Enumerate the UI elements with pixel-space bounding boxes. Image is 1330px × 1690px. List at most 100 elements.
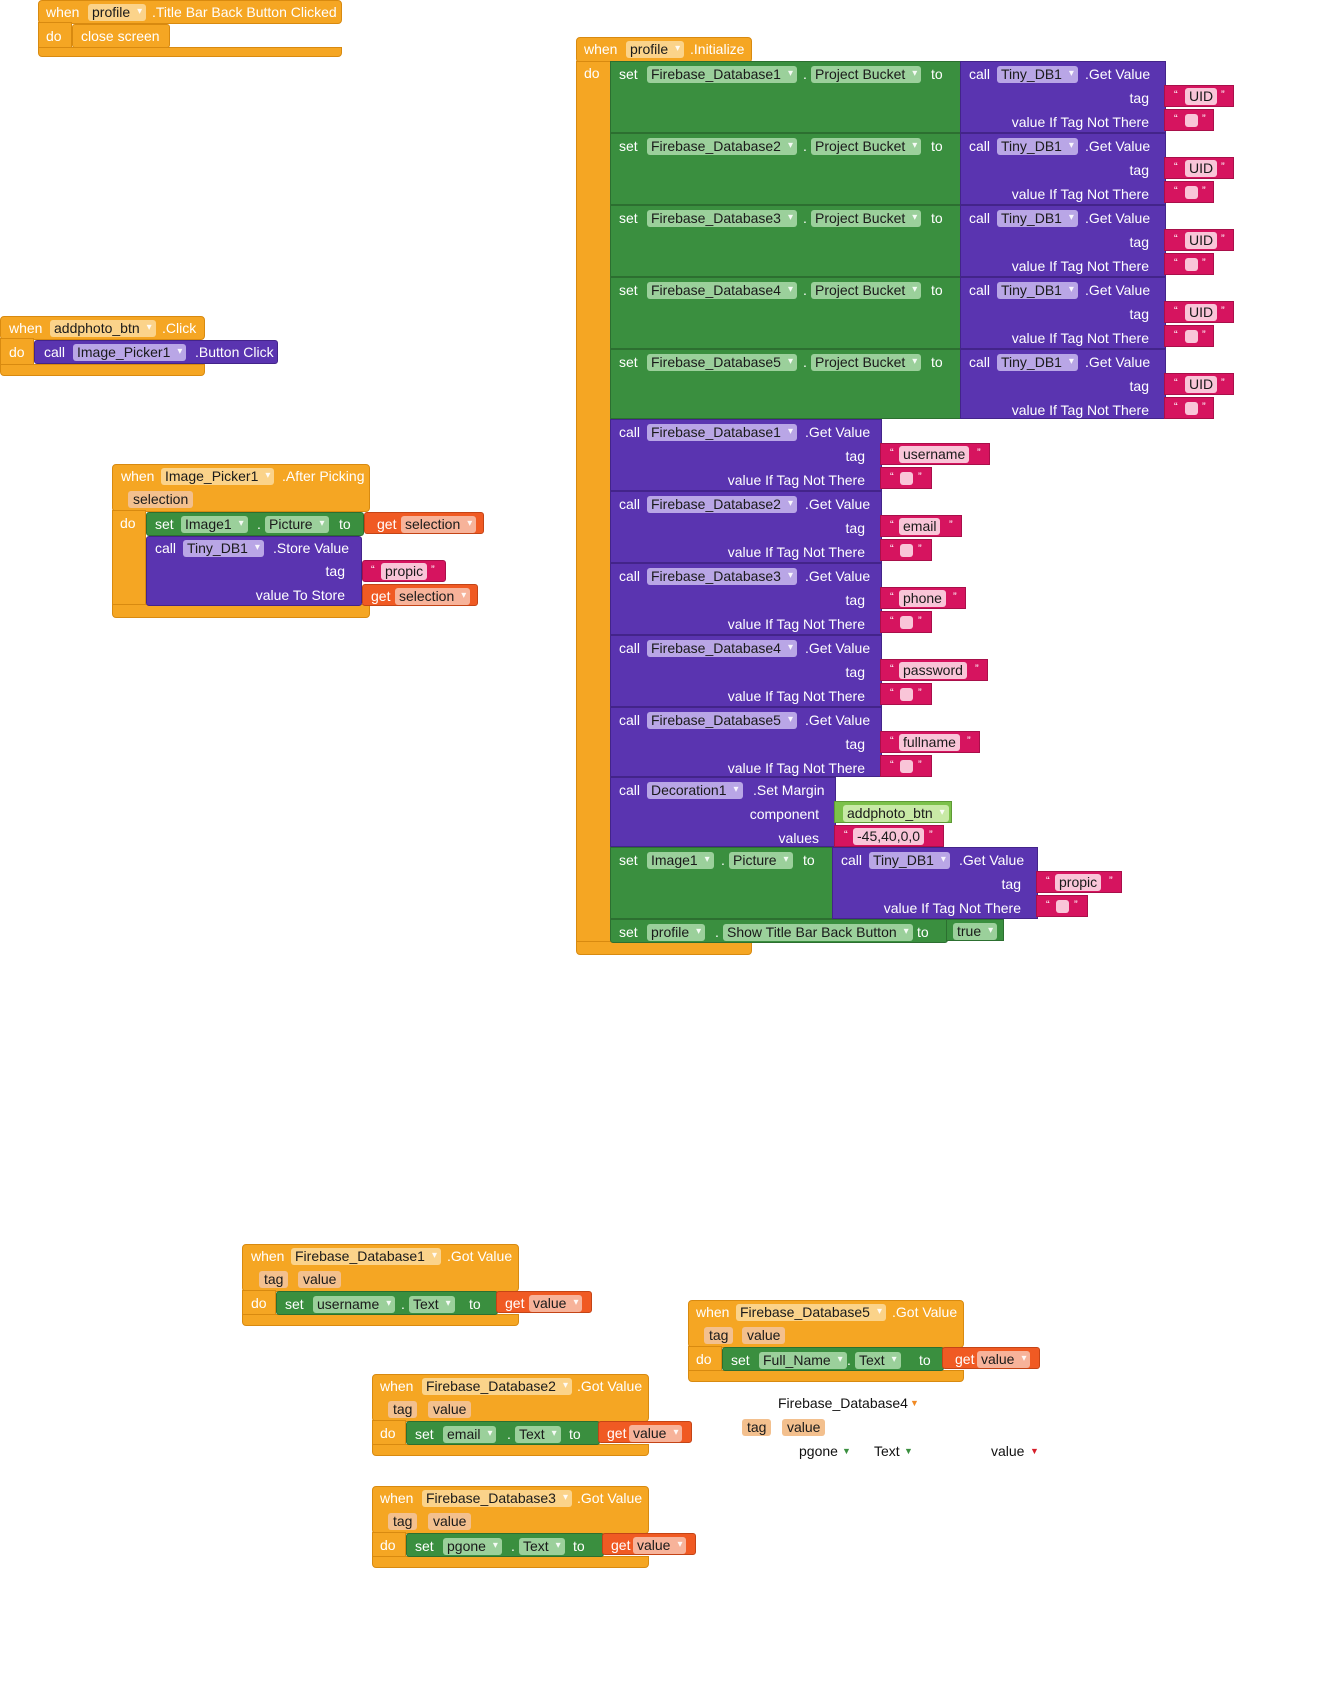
component-dropdown[interactable]: profile [647,924,706,941]
call-store-value-block[interactable]: call Tiny_DB1 .Store Value tag value To … [146,536,362,606]
component-dropdown[interactable]: Firebase_Database4 [647,282,797,299]
target-dropdown[interactable]: Firebase_Database2 [647,496,797,513]
text-empty-block[interactable]: “ ” [880,611,932,633]
get-selection-block[interactable]: get selection [364,512,484,534]
get-value-block[interactable]: get value [598,1421,692,1443]
event-block-got-value[interactable]: when Firebase_Database5 .Got Value tag v… [688,1300,1042,1384]
close-screen-block[interactable]: close screen [72,24,170,48]
tag-param[interactable]: tag [259,1271,289,1288]
call-firebase-get-value[interactable]: call Firebase_Database2 .Get Value tag v… [610,491,882,563]
target-dropdown[interactable]: Tiny_DB1 [997,138,1078,155]
empty-string[interactable] [1185,402,1198,415]
text-empty-block[interactable]: “ ” [1164,397,1214,419]
component-dropdown[interactable]: Firebase_Database5 [647,354,797,371]
string-value[interactable]: UID [1185,304,1218,321]
set-bucket-row[interactable]: set Firebase_Database3 . Project Bucket … [610,205,962,277]
component-dropdown[interactable]: addphoto_btn [843,805,949,822]
call-tinydb-get-value[interactable]: call Tiny_DB1 .Get Value tag value If Ta… [832,847,1038,919]
string-value[interactable]: propic [381,563,428,580]
call-tinydb-get-value[interactable]: call Tiny_DB1 .Get Value tag value If Ta… [960,133,1166,205]
component-dropdown[interactable]: profile [88,4,147,21]
target-dropdown[interactable]: Tiny_DB1 [869,852,950,869]
call-tinydb-get-value[interactable]: call Tiny_DB1 .Get Value tag value If Ta… [960,349,1166,419]
component-dropdown[interactable]: username [313,1296,396,1313]
component-dropdown[interactable]: Image_Picker1 [161,468,275,485]
component-dropdown[interactable]: profile [626,41,685,58]
value-param[interactable]: value [742,1327,786,1344]
tag-param[interactable]: tag [388,1401,418,1418]
set-text-block[interactable]: set email . Text to [406,1421,600,1445]
target-dropdown[interactable]: Firebase_Database5 [647,712,797,729]
event-block-got-value[interactable]: when Firebase_Database3 .Got Value tag v… [372,1486,698,1570]
event-block-title-bar-back[interactable]: when profile .Title Bar Back Button Clic… [38,0,342,58]
get-value-block[interactable]: get value [496,1291,592,1313]
string-value[interactable]: username [899,446,970,463]
empty-string[interactable] [900,544,913,557]
call-firebase-get-value[interactable]: call Firebase_Database3 .Get Value tag v… [610,563,882,635]
event-block-after-picking[interactable]: when Image_Picker1 .After Picking select… [112,464,487,620]
string-value[interactable]: UID [1185,232,1218,249]
target-dropdown[interactable]: Tiny_DB1 [183,540,264,557]
text-uid-block[interactable]: “ UID ” [1164,229,1234,251]
component-dropdown[interactable]: addphoto_btn [50,320,156,337]
empty-string[interactable] [1056,900,1069,913]
component-dropdown[interactable]: Firebase_Database1 [291,1248,441,1265]
component-dropdown[interactable]: Firebase_Database1 [647,66,797,83]
set-bucket-row[interactable]: set Firebase_Database2 . Project Bucket … [610,133,962,205]
target-dropdown[interactable]: Firebase_Database3 [647,568,797,585]
ghost-got-value-block[interactable]: Firebase_Database4 ▼ tag value pgone ▼ T… [740,1392,1060,1472]
text-empty-block[interactable]: “ ” [1164,109,1214,131]
property-dropdown[interactable]: Text [515,1426,561,1443]
string-value[interactable]: fullname [899,734,960,751]
call-set-margin-block[interactable]: call Decoration1 .Set Margin component v… [610,777,836,847]
empty-string[interactable] [1185,186,1198,199]
text-uid-block[interactable]: “ UID ” [1164,157,1234,179]
text-empty-block[interactable]: “ ” [880,467,932,489]
text-uid-block[interactable]: “ UID ” [1164,373,1234,395]
text-empty-block[interactable]: “ ” [1164,325,1214,347]
variable-dropdown[interactable]: selection [395,588,471,605]
string-value[interactable]: -45,40,0,0 [853,828,925,845]
selection-param[interactable]: selection [128,491,194,508]
variable-dropdown[interactable]: value [629,1425,683,1442]
event-block-initialize[interactable]: when profile .Initialize do set Firebase… [576,37,1236,957]
component-dropdown[interactable]: Full_Name [759,1352,847,1369]
boolean-dropdown[interactable]: true [953,923,998,940]
string-value[interactable]: propic [1055,874,1102,891]
target-dropdown[interactable]: Tiny_DB1 [997,282,1078,299]
get-value-block[interactable]: get value [602,1533,696,1555]
text-tag-block[interactable]: “ fullname ” [880,731,980,753]
tag-param[interactable]: tag [742,1419,772,1436]
text-uid-block[interactable]: “ UID ” [1164,301,1234,323]
target-dropdown[interactable]: Tiny_DB1 [997,66,1078,83]
property-dropdown[interactable]: Text [519,1538,565,1555]
component-dropdown[interactable]: Image1 [181,516,248,533]
empty-string[interactable] [1185,258,1198,271]
text-empty-block[interactable]: “ ” [880,755,932,777]
property-dropdown[interactable]: Project Bucket [811,210,922,227]
empty-string[interactable] [900,472,913,485]
event-block-got-value[interactable]: when Firebase_Database2 .Got Value tag v… [372,1374,694,1458]
value-param[interactable]: value [782,1419,826,1436]
property-dropdown[interactable]: Project Bucket [811,282,922,299]
text-uid-block[interactable]: “ UID ” [1164,85,1234,107]
variable-dropdown[interactable]: value [529,1295,583,1312]
set-bucket-row[interactable]: set Firebase_Database4 . Project Bucket … [610,277,962,349]
text-empty-block[interactable]: “ ” [1036,895,1088,917]
text-tag-block[interactable]: “ username ” [880,443,990,465]
empty-string[interactable] [900,760,913,773]
set-text-block[interactable]: set Full_Name . Text to [722,1347,944,1371]
call-firebase-get-value[interactable]: call Firebase_Database1 .Get Value tag v… [610,419,882,491]
property-dropdown[interactable]: Show Title Bar Back Button [723,924,913,941]
text-propic-block[interactable]: “ propic ” [1036,871,1122,893]
target-dropdown[interactable]: Tiny_DB1 [997,210,1078,227]
value-param[interactable]: value [298,1271,342,1288]
component-addphoto-block[interactable]: addphoto_btn [834,801,952,823]
event-block-got-value[interactable]: when Firebase_Database1 .Got Value tag v… [242,1244,592,1328]
string-value[interactable]: email [899,518,941,535]
target-dropdown[interactable]: Image_Picker1 [73,344,187,361]
call-tinydb-get-value[interactable]: call Tiny_DB1 .Get Value tag value If Ta… [960,61,1166,133]
property-dropdown[interactable]: Project Bucket [811,138,922,155]
call-firebase-get-value[interactable]: call Firebase_Database5 .Get Value tag v… [610,707,882,777]
call-tinydb-get-value[interactable]: call Tiny_DB1 .Get Value tag value If Ta… [960,277,1166,349]
